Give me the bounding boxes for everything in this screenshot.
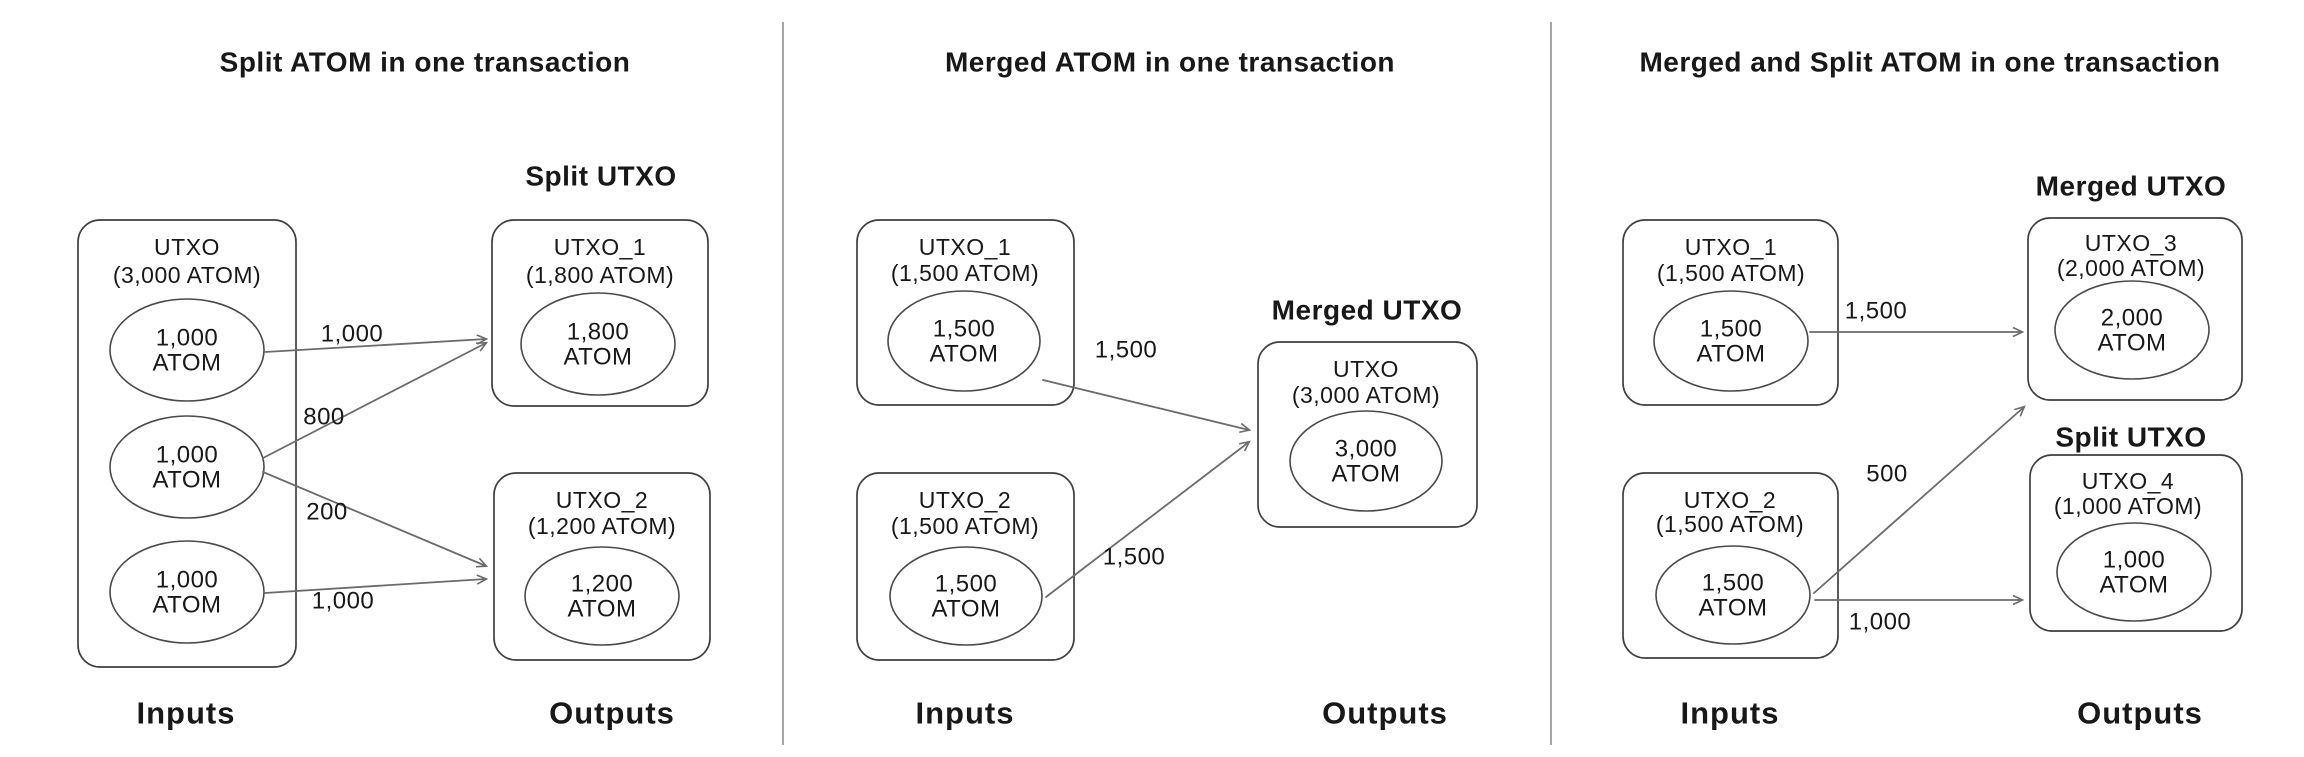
box-amount: (1,500 ATOM) [891, 260, 1039, 286]
box-name: UTXO_2 [556, 487, 648, 513]
arrow-label: 1,000 [1849, 609, 1912, 636]
box-name: UTXO_1 [554, 234, 646, 260]
coin-unit: ATOM [929, 341, 998, 368]
merged-utxo-label: Merged UTXO [1272, 295, 1463, 326]
arrow-label: 800 [303, 404, 345, 431]
coin-ellipse [524, 546, 680, 646]
coin-value: 1,500 [1700, 316, 1763, 343]
box-name: UTXO_1 [919, 234, 1011, 260]
box-name: UTXO_2 [1684, 487, 1776, 513]
panel-split: Split ATOM in one transaction Split UTXO… [77, 47, 711, 731]
box-name: UTXO_1 [1685, 234, 1777, 260]
box-amount: (1,000 ATOM) [2054, 493, 2202, 519]
utxo-box [856, 472, 1075, 661]
amount-arrow [1042, 379, 1249, 430]
box-amount: (2,000 ATOM) [2057, 255, 2205, 281]
inputs-label: Inputs [1681, 696, 1780, 731]
coin-unit: ATOM [1331, 461, 1400, 488]
coin-value: 1,500 [935, 571, 998, 598]
coin-value: 1,500 [1702, 570, 1765, 597]
coin-ellipse [1289, 410, 1443, 512]
arrow-label: 1,000 [321, 321, 384, 348]
coin-unit: ATOM [1698, 595, 1767, 622]
panel-title: Merged ATOM in one transaction [945, 47, 1395, 78]
coin-unit: ATOM [2099, 572, 2168, 599]
utxo-box [491, 219, 709, 407]
arrow-label: 1,500 [1845, 298, 1908, 325]
coin-value: 1,500 [933, 316, 996, 343]
coin-unit: ATOM [567, 596, 636, 623]
coin-value: 3,000 [1335, 436, 1398, 463]
outputs-label: Outputs [1322, 696, 1448, 731]
box-amount: (3,000 ATOM) [113, 262, 261, 288]
coin-value: 1,000 [156, 567, 219, 594]
panel-title: Merged and Split ATOM in one transaction [1639, 47, 2220, 78]
panel-merge-split: Merged and Split ATOM in one transaction… [1622, 47, 2243, 731]
amount-arrow [1813, 407, 2024, 594]
box-amount: (1,500 ATOM) [1657, 260, 1805, 286]
utxo-box [1257, 341, 1478, 528]
coin-unit: ATOM [152, 592, 221, 619]
panel-title: Split ATOM in one transaction [220, 47, 631, 78]
coin-ellipse [2056, 522, 2212, 622]
utxo-box [493, 472, 711, 661]
coin-ellipse [520, 292, 676, 396]
coin-value: 1,000 [2103, 547, 2166, 574]
coin-unit: ATOM [152, 467, 221, 494]
arrow-label: 1,500 [1103, 544, 1166, 571]
coin-value: 1,000 [156, 442, 219, 469]
coin-unit: ATOM [931, 596, 1000, 623]
inputs-label: Inputs [137, 696, 236, 731]
coin-value: 1,200 [571, 571, 634, 598]
coin-ellipse [2054, 280, 2210, 380]
box-amount: (1,800 ATOM) [526, 262, 674, 288]
box-name: UTXO_3 [2085, 230, 2177, 256]
box-amount: (1,500 ATOM) [891, 513, 1039, 539]
coin-ellipse [887, 290, 1041, 392]
box-amount: (3,000 ATOM) [1292, 382, 1440, 408]
arrow-label: 200 [306, 499, 348, 526]
coin-unit: ATOM [563, 344, 632, 371]
arrow-label: 1,000 [312, 588, 375, 615]
utxo-box [2027, 217, 2243, 401]
coin-ellipse [1655, 545, 1811, 645]
arrow-label: 1,500 [1095, 337, 1158, 364]
outputs-label: Outputs [549, 696, 675, 731]
coin-ellipse [109, 540, 265, 644]
coin-unit: ATOM [152, 350, 221, 377]
utxo-box [1622, 472, 1839, 659]
box-amount: (1,200 ATOM) [528, 513, 676, 539]
coin-ellipse [109, 298, 265, 402]
coin-ellipse [1653, 290, 1809, 392]
amount-arrow [264, 339, 486, 353]
utxo-box [77, 219, 297, 668]
coin-unit: ATOM [1696, 341, 1765, 368]
amount-arrow [1045, 442, 1249, 598]
coin-ellipse [889, 546, 1043, 646]
utxo-box [1622, 219, 1839, 406]
coin-value: 2,000 [2101, 305, 2164, 332]
utxo-box [856, 219, 1075, 406]
box-name: UTXO_4 [2082, 468, 2174, 494]
split-utxo-label: Split UTXO [525, 161, 676, 192]
merged-utxo-label: Merged UTXO [2036, 171, 2227, 202]
outputs-label: Outputs [2077, 696, 2203, 731]
split-utxo-label: Split UTXO [2055, 422, 2206, 453]
coin-value: 1,800 [567, 319, 630, 346]
coin-unit: ATOM [2097, 330, 2166, 357]
box-name: UTXO [1333, 356, 1399, 382]
coin-value: 1,000 [156, 325, 219, 352]
coin-ellipse [109, 415, 265, 519]
box-name: UTXO_2 [919, 487, 1011, 513]
box-name: UTXO [154, 234, 220, 260]
amount-arrow [264, 579, 486, 594]
utxo-box [2029, 454, 2243, 632]
arrow-label: 500 [1866, 461, 1908, 488]
inputs-label: Inputs [916, 696, 1015, 731]
amount-arrow [262, 471, 486, 566]
panel-merge: Merged ATOM in one transaction Merged UT… [856, 47, 1478, 731]
amount-arrow [262, 343, 486, 459]
box-amount: (1,500 ATOM) [1656, 511, 1804, 537]
